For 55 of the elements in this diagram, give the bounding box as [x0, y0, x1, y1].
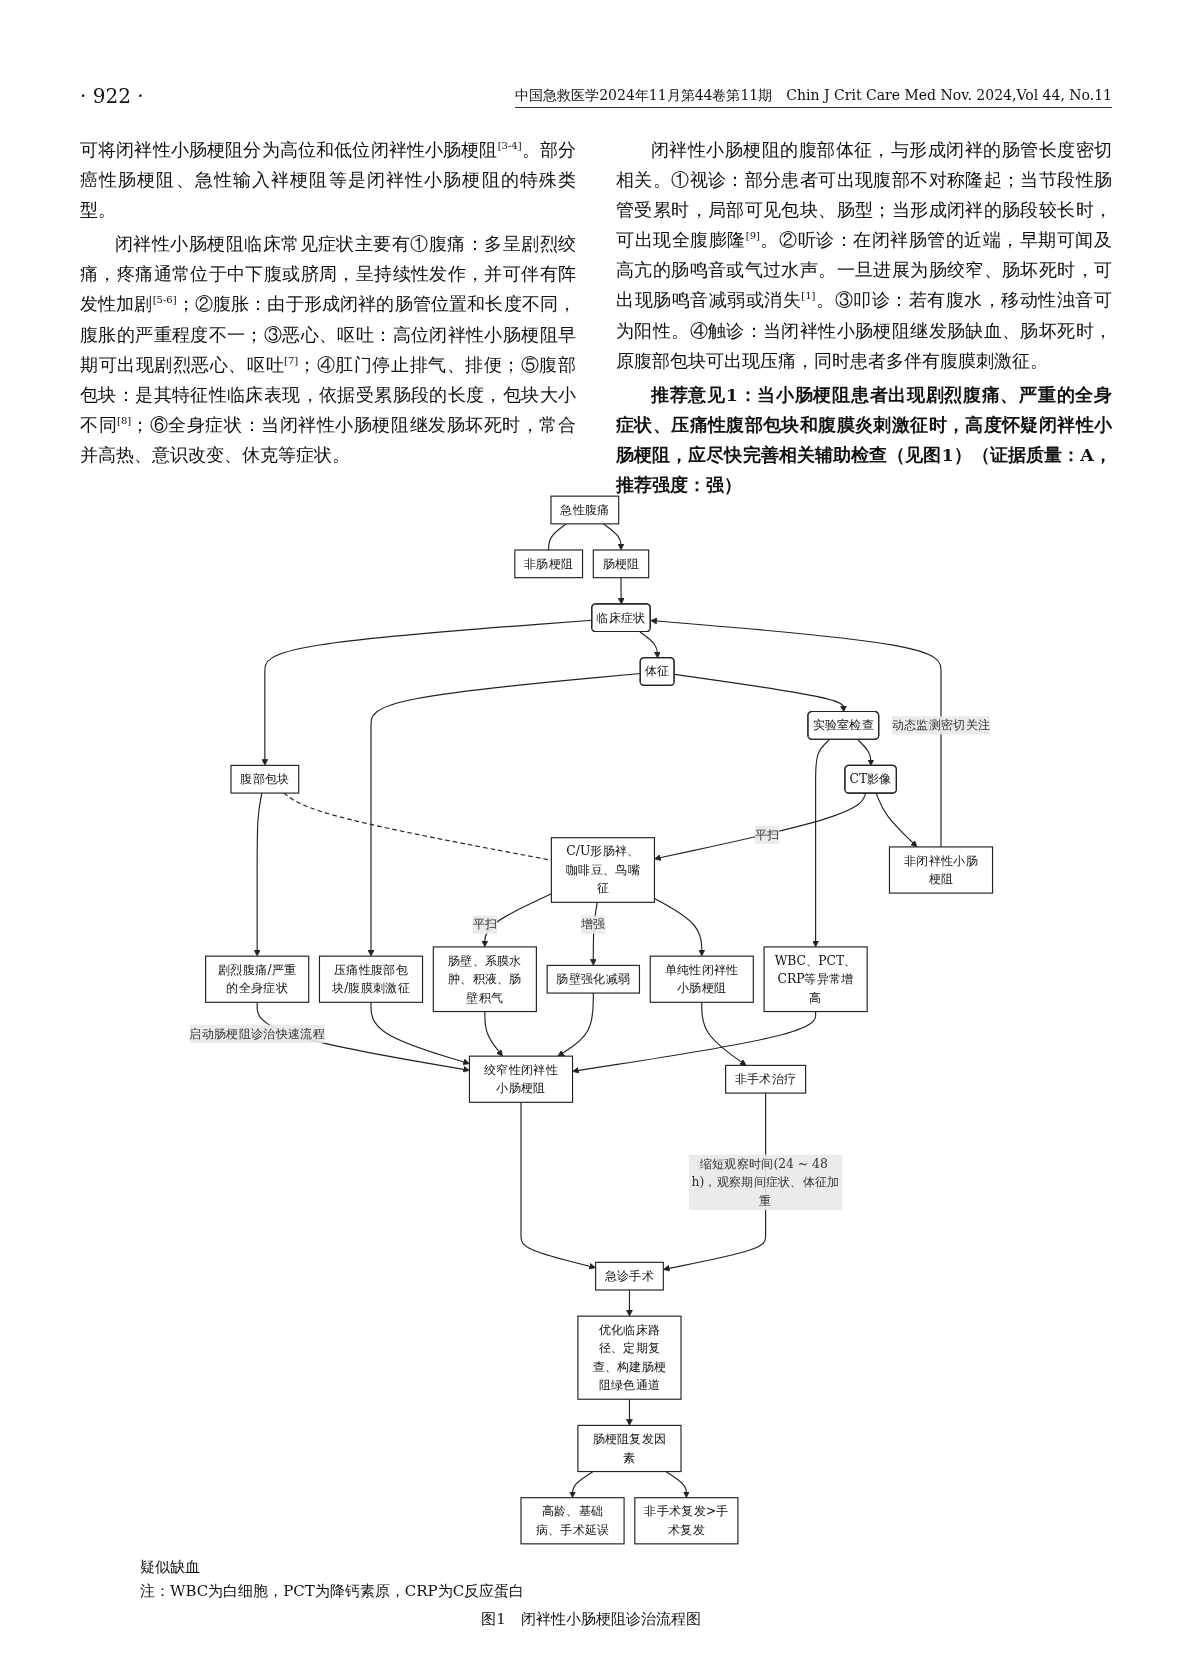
running-header: 中国急救医学2024年11月第44卷第11期 Chin J Crit Care Med Nov. 2024,Vol 44, No.11 [515, 87, 1112, 108]
arrow [701, 1001, 747, 1066]
arrow [253, 792, 263, 957]
node-box: 绞窄性闭袢性小肠梗阻 [468, 1055, 574, 1103]
body-paragraph: 闭袢性小肠梗阻临床常见症状主要有①腹痛：多呈剧烈绞痛，疼痛通常位于中下腹或脐周，呈持续性发作，并可伴有阵发性加剧$^{[5-6]}$；②腹胀：由于形成闭袢的肠管位置和长度不同，腹胀的严重程度不一；③恶心、呕吐：高位闭袢性小肠梗阻早期可出现剧烈恶心、呕吐$^{[7]}$；④肛门停止排气、排便；⑤腹部包块：是其特征性临床表现，依据受累肠段的长度，包块大小不同$^{[8]}$；⑥全身症状：当闭袢性小肠梗阻继发肠坏死时，常合并高热、意识改变、休克等症状。 [80, 233, 576, 467]
branch-label: 疑似缺血 [140, 1558, 200, 1576]
arrow [626, 1289, 633, 1317]
node-box: 肠梗阻 [592, 549, 650, 579]
arrow [654, 792, 867, 861]
arrow [484, 1010, 503, 1057]
edge-label: 平扫 [472, 916, 498, 932]
arrow [812, 739, 831, 948]
arrow [857, 739, 875, 767]
body-paragraph: 闭袢性小肠梗阻的腹部体征，与形成闭袢的肠管长度密切相关。①视诊：部分患者可出现腹部不对称隆起；当节段性肠管受累时，局部可见包块、肠型；当形成闭袢的肠段较长时，可出现全腹膨隆$^{[9]}$。②听诊：在闭袢肠管的近端，早期可闻及高亢的肠鸣音或气过水声。一旦进展为肠绞窄、肠坏死时，可出现肠鸣音减弱或消失$^{[1]}$。③叩诊：若有腹水，移动性浊音可为阳性。④触诊：当闭袢性小肠梗阻继发肠缺血、肠坏死时，原腹部包块可出现压痛，同时患者多伴有腹膜刺激征。 [616, 139, 1112, 373]
node-box: 非手术复发>手术复发 [634, 1497, 739, 1545]
node-box: WBC、PCT、CRP等异常增高 [763, 946, 868, 1013]
edge-label: 启动肠梗阻诊治快速流程 [189, 1026, 325, 1041]
edge-label: 动态监测密切关注 [891, 717, 991, 733]
recommendation-paragraph: 推荐意见1：当小肠梗阻患者出现剧烈腹痛、严重的全身症状、压痛性腹部包块和腹膜炎刺激征时，高度怀疑闭袢性小肠梗阻，应尽快完善相关辅助检查（见图1）（证据质量：A，推荐强度：强） [616, 383, 1112, 498]
edge-label: 缩短观察时间(24 ~ 48 h)，观察期间症状、体征加重 [691, 1156, 840, 1208]
arrow [370, 1001, 470, 1066]
node-box: 腹部包块 [230, 764, 300, 794]
arrow [650, 617, 942, 848]
arrow [602, 523, 625, 551]
node-box: 肠壁强化减弱 [546, 964, 641, 994]
node-box: C/U形肠袢、咖啡豆、鸟嘴征 [550, 837, 656, 903]
figure-caption: 图1 闭袢性小肠梗阻诊治流程图 [480, 1610, 702, 1629]
node-box: 压痛性腹部包块/腹膜刺激征 [318, 955, 424, 1003]
arrow [875, 792, 918, 848]
arrow [639, 631, 661, 659]
arrow [617, 577, 625, 605]
edge-label: 增强 [581, 916, 606, 932]
arrow [520, 1101, 596, 1270]
arrow [572, 1010, 817, 1074]
connector [548, 523, 567, 551]
arrow [256, 1001, 470, 1073]
arrow [626, 1398, 633, 1426]
node-box: 非手术治疗 [725, 1064, 807, 1094]
node-box: 高龄、基础病、手术延误 [520, 1497, 625, 1545]
node-box: 单纯性闭袢性小肠梗阻 [649, 955, 754, 1003]
node-box: 非肠梗阻 [514, 549, 584, 579]
node-box: 非闭袢性小肠梗阻 [888, 846, 994, 894]
figure-note: 注：WBC为白细胞，PCT为降钙素原，CRP为C反应蛋白 [140, 1582, 525, 1601]
node-box: 急诊手术 [595, 1261, 664, 1291]
node-box: 肠壁、系膜水肿、积液、肠壁积气 [432, 946, 537, 1013]
node-box: 急性腹痛 [550, 495, 620, 525]
edge-label: 平扫 [754, 826, 780, 842]
node-box: 优化临床路径、定期复查、构建肠梗阻绿色通道 [577, 1315, 682, 1400]
arrow [557, 992, 594, 1057]
arrow [569, 1470, 594, 1498]
node-box: 肠梗阻复发因素 [577, 1424, 682, 1473]
node-box: 剧烈腹痛/严重的全身症状 [205, 955, 310, 1003]
body-paragraph: 可将闭袢性小肠梗阻分为高位和低位闭袢性小肠梗阻$^{[3-4]}$。部分癌性肠梗阻、急性输入袢梗阻等是闭袢性小肠梗阻的特殊类型。 [80, 139, 576, 223]
page-number: · 922 · [80, 84, 144, 108]
arrow [665, 1470, 690, 1498]
